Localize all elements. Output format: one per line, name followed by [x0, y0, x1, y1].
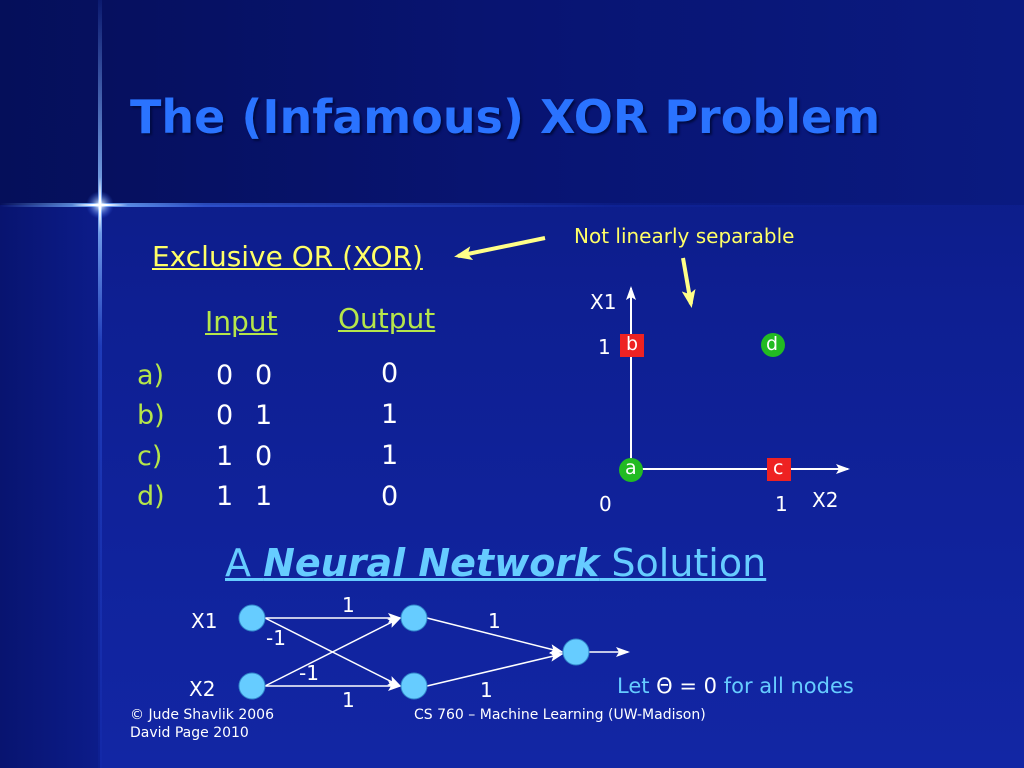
row-label: c) [137, 441, 163, 472]
threshold-note: Let Θ = 0 for all nodes [617, 674, 854, 698]
nn-title: A Neural Network Solution [225, 541, 766, 585]
sparkle-icon [72, 177, 128, 233]
point-c-label: c [773, 457, 784, 479]
nn-input-x1-label: X1 [191, 609, 218, 633]
point-b [620, 334, 644, 357]
cell-output: 0 [381, 481, 399, 512]
footer-author2: David Page 2010 [130, 725, 249, 741]
xor-label: Exclusive OR (XOR) [152, 240, 423, 273]
nn-input-x2-label: X2 [189, 677, 216, 701]
edge-h1-out [426, 617, 564, 654]
node-input-x1 [238, 604, 266, 632]
node-hidden-1 [400, 604, 428, 632]
annotation-arrow-left [454, 236, 546, 261]
note-rest: for all nodes [723, 674, 854, 698]
plot-x-axis-label: X2 [812, 488, 839, 512]
weight-h1-out: 1 [488, 609, 501, 633]
plot-y-axis-label: X1 [590, 290, 617, 314]
cell-x1: 1 [216, 481, 234, 512]
cell-x1: 0 [216, 360, 234, 391]
row-label: a) [137, 360, 165, 391]
cell-x2: 0 [255, 441, 273, 472]
note-theta: Θ = 0 [656, 674, 718, 698]
weight-x2-h2: 1 [342, 688, 355, 712]
nn-title-post: Solution [599, 541, 767, 585]
weight-x1-h1: 1 [342, 593, 355, 617]
note-let: Let [617, 674, 650, 698]
point-b-label: b [626, 333, 639, 355]
annotation-arrow-down [681, 257, 696, 308]
point-c [767, 458, 791, 481]
horizontal-accent-line [0, 203, 1024, 207]
point-a-label: a [625, 457, 637, 479]
edge-x2-h1 [264, 617, 402, 687]
input-header: Input [205, 305, 278, 338]
plot-origin-label: 0 [599, 492, 612, 516]
nn-title-emphasis: Neural Network [263, 541, 600, 585]
annotation-text: Not linearly separable [574, 224, 795, 248]
cell-x1: 0 [216, 400, 234, 431]
weight-x2-h1: -1 [299, 661, 319, 685]
cell-output: 0 [381, 358, 399, 389]
node-input-x2 [238, 672, 266, 700]
cell-x1: 1 [216, 441, 234, 472]
left-band [0, 205, 100, 768]
plot-y-tick: 1 [598, 335, 611, 359]
title-band [0, 0, 1024, 205]
vertical-accent-line [98, 0, 102, 768]
row-label: d) [137, 481, 165, 512]
cell-x2: 1 [255, 400, 273, 431]
nn-title-pre: A [225, 541, 264, 585]
point-d-label: d [766, 333, 779, 355]
plot-x-tick: 1 [775, 492, 788, 516]
point-a [619, 458, 643, 482]
cell-x2: 1 [255, 481, 273, 512]
cell-output: 1 [381, 440, 399, 471]
footer-copyright: © Jude Shavlik 2006 [130, 707, 274, 723]
point-d [761, 333, 785, 357]
cell-output: 1 [381, 399, 399, 430]
output-header: Output [338, 302, 436, 335]
footer-course: CS 760 – Machine Learning (UW-Madison) [414, 707, 706, 723]
weight-h2-out: 1 [480, 678, 493, 702]
node-output [562, 638, 590, 666]
cell-x2: 0 [255, 360, 273, 391]
edge-h2-out [426, 651, 564, 687]
weight-x1-h2: -1 [266, 626, 286, 650]
node-hidden-2 [400, 672, 428, 700]
slide-title: The (Infamous) XOR Problem [130, 90, 881, 144]
row-label: b) [137, 400, 165, 431]
